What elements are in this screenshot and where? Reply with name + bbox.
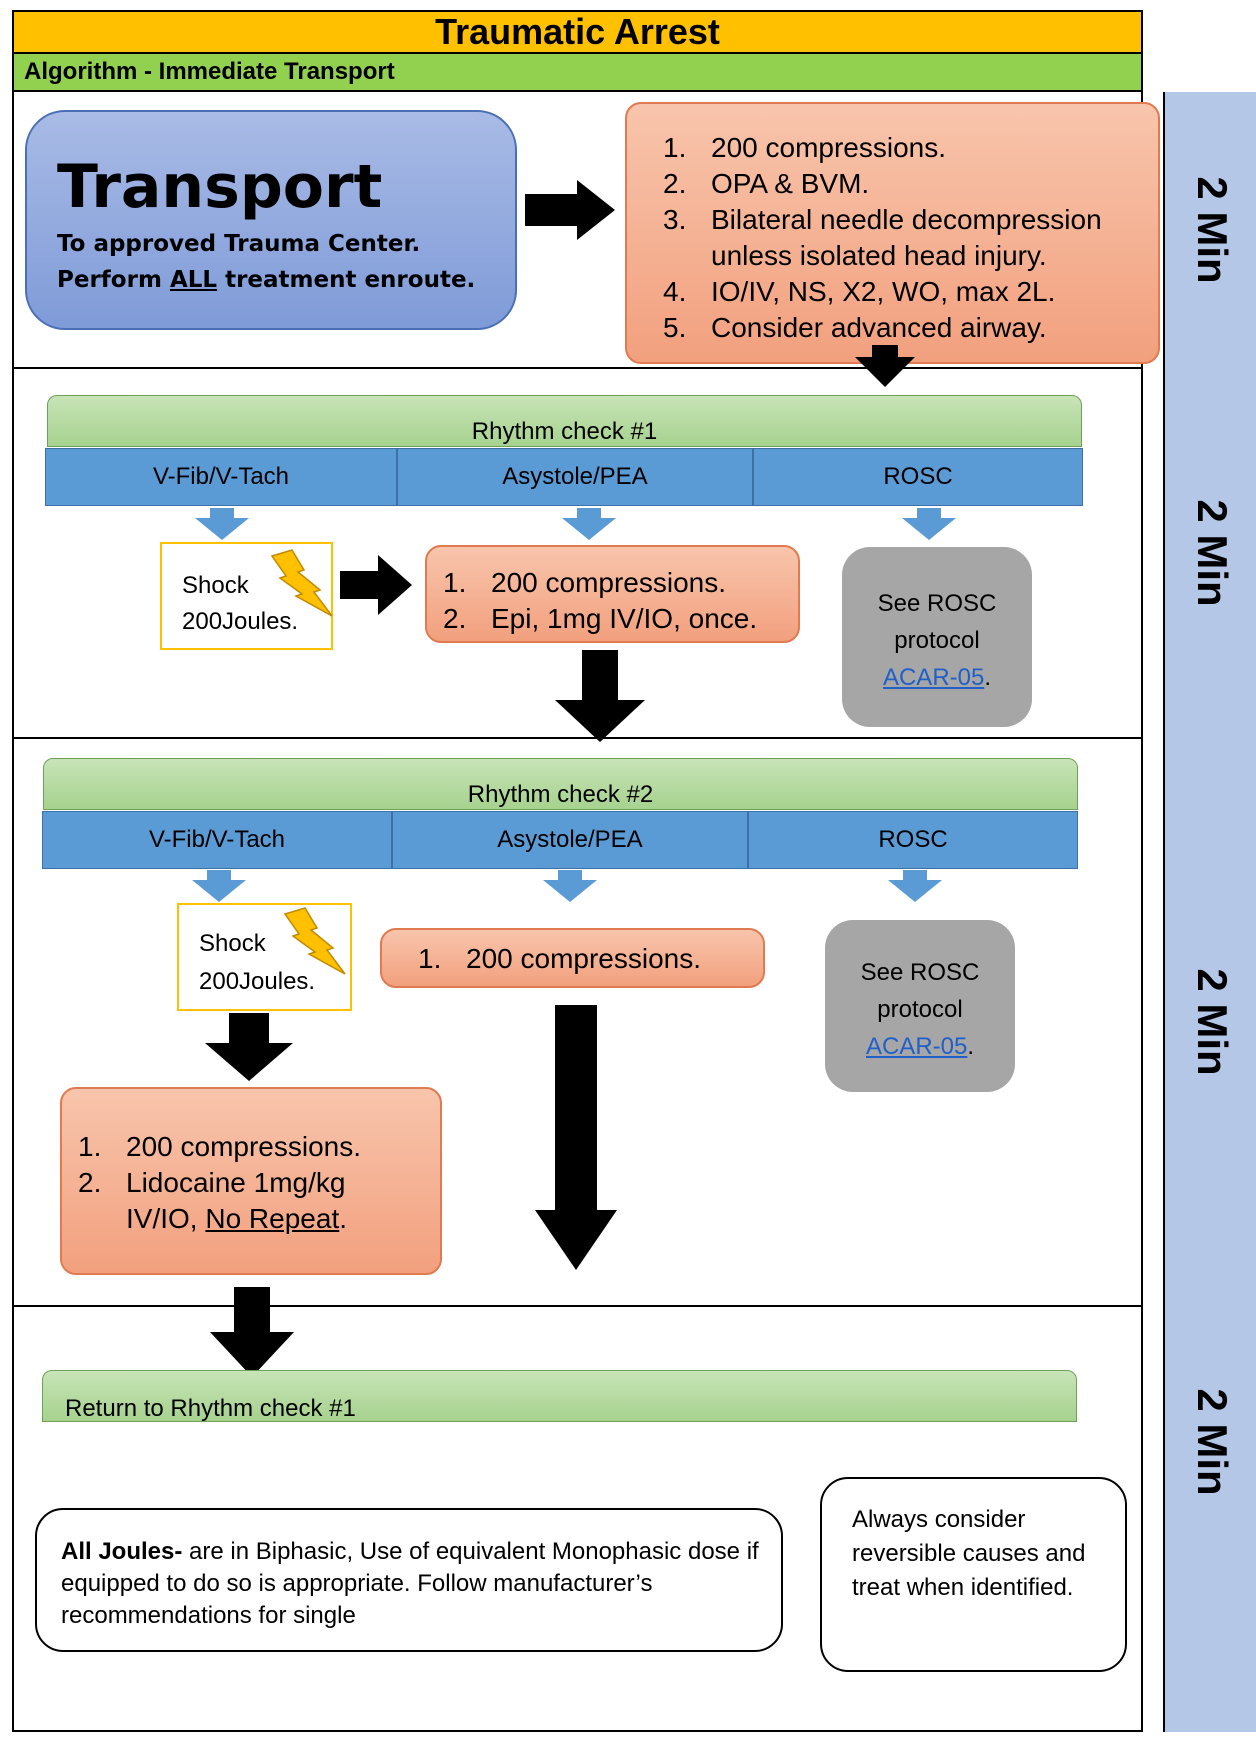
list-item: 2.Lidocaine 1mg/kg (78, 1167, 346, 1198)
rosc-text-2: protocol (877, 996, 963, 1023)
shock-joules: 200Joules. (199, 968, 316, 995)
check2-asystole-step-box: 1. 200 compressions. (380, 928, 765, 988)
down-arrow-icon (195, 508, 249, 540)
transport-box: Transport To approved Trauma Center. Per… (25, 110, 517, 330)
right-arrow-icon (525, 180, 615, 240)
page-title: Traumatic Arrest (12, 10, 1143, 54)
rhythm-check-2-bar: Rhythm check #2 (43, 758, 1078, 810)
vfib-label: V-Fib/V-Tach (152, 463, 290, 490)
step-text: 200 compressions. (466, 943, 702, 974)
time-label: 2 Min (1188, 176, 1236, 284)
check1-steps-box: 1.200 compressions. 2.Epi, 1mg IV/IO, on… (425, 545, 800, 643)
time-label: 2 Min (1188, 968, 1236, 1076)
time-sidebar-2: 2 Min (1163, 368, 1256, 738)
list-item-continuation: IV/IO, No Repeat. (126, 1203, 348, 1234)
section-divider (12, 1305, 1143, 1307)
lidocaine-steps-box: 1.200 compressions. 2.Lidocaine 1mg/kg I… (60, 1087, 442, 1275)
list-item: 3.Bilateral needle decompression unless … (663, 204, 1102, 271)
algorithm-subtitle: Algorithm - Immediate Transport (12, 54, 1143, 92)
list-item: 2.OPA & BVM. (663, 168, 870, 199)
joules-note-text: are in Biphasic, Use of equivalent Monop… (61, 1538, 759, 1629)
acar-05-link[interactable]: ACAR-05 (865, 1033, 968, 1060)
list-item: 1.200 compressions. (663, 132, 947, 163)
down-arrow-icon (192, 870, 246, 902)
return-rhythm-bar: Return to Rhythm check #1 (42, 1370, 1077, 1422)
down-arrow-icon (210, 1287, 294, 1377)
check1-steps-list: 1.200 compressions. 2.Epi, 1mg IV/IO, on… (443, 565, 798, 637)
rosc-label: ROSC (883, 463, 953, 490)
vfib-box-1: V-Fib/V-Tach (45, 448, 397, 506)
shock-joules: 200Joules. (182, 608, 299, 635)
list-item: 1.200 compressions. (443, 567, 727, 598)
rhythm-check-1-label: Rhythm check #1 (471, 418, 658, 445)
rosc-text-1: See ROSC (860, 959, 980, 986)
right-arrow-icon (340, 555, 412, 615)
transport-heading: Transport (57, 152, 383, 222)
vfib-label: V-Fib/V-Tach (148, 826, 286, 853)
return-label: Return to Rhythm check #1 (65, 1395, 356, 1422)
down-arrow-icon (543, 870, 597, 902)
vfib-box-2: V-Fib/V-Tach (42, 811, 392, 869)
time-label: 2 Min (1188, 1388, 1236, 1496)
transport-line-2: Perform ALL treatment enroute. (57, 267, 476, 293)
rosc-protocol-box-1: See ROSC protocol ACAR-05. (842, 547, 1032, 727)
time-sidebar-4: 2 Min (1163, 1306, 1256, 1732)
joules-note-box: All Joules- are in Biphasic, Use of equi… (35, 1508, 783, 1652)
lightning-icon (283, 907, 346, 975)
rosc-box-1: ROSC (753, 448, 1083, 506)
down-arrow-icon (562, 508, 616, 540)
list-item: 2.Epi, 1mg IV/IO, once. (443, 603, 758, 634)
asystole-label: Asystole/PEA (502, 463, 648, 490)
list-item: 4.IO/IV, NS, X2, WO, max 2L. (663, 276, 1056, 307)
asystole-label: Asystole/PEA (497, 826, 643, 853)
reversible-causes-text: Always consider reversible causes and tr… (852, 1506, 1086, 1601)
section-divider (12, 737, 1143, 739)
down-arrow-icon (855, 345, 915, 387)
reversible-causes-box: Always consider reversible causes and tr… (820, 1477, 1127, 1672)
time-sidebar-3: 2 Min (1163, 738, 1256, 1306)
time-label: 2 Min (1188, 499, 1236, 607)
time-sidebar-1: 2 Min (1163, 92, 1256, 368)
rosc-text-1: See ROSC (877, 590, 997, 617)
transport-line-1: To approved Trauma Center. (57, 231, 421, 257)
acar-05-link[interactable]: ACAR-05 (882, 664, 985, 691)
rhythm-check-1-bar: Rhythm check #1 (47, 395, 1082, 447)
asystole-box-1: Asystole/PEA (397, 448, 753, 506)
rosc-label: ROSC (878, 826, 948, 853)
down-arrow-icon (555, 650, 645, 742)
lightning-icon (270, 549, 333, 617)
step-number: 1. (418, 943, 442, 974)
rhythm-check-2-label: Rhythm check #2 (467, 781, 654, 808)
shock-label: Shock (182, 572, 249, 599)
initial-steps-list: 1.200 compressions. 2.OPA & BVM. 3.Bilat… (663, 130, 1138, 346)
shock-box-2: Shock 200Joules. (177, 903, 352, 1011)
rosc-box-2: ROSC (748, 811, 1078, 869)
down-arrow-icon (902, 508, 956, 540)
rosc-text-2: protocol (894, 627, 980, 654)
rosc-protocol-box-2: See ROSC protocol ACAR-05. (825, 920, 1015, 1092)
list-item: 1.200 compressions. (78, 1131, 362, 1162)
section-divider (12, 367, 1143, 369)
diagram-frame (12, 92, 1143, 1732)
shock-label: Shock (199, 930, 266, 957)
joules-note-bold: All Joules- (61, 1538, 183, 1565)
initial-steps-box: 1.200 compressions. 2.OPA & BVM. 3.Bilat… (625, 102, 1160, 364)
down-arrow-icon (205, 1013, 293, 1081)
list-item: 5.Consider advanced airway. (663, 312, 1047, 343)
down-arrow-icon (888, 870, 942, 902)
down-arrow-icon (535, 1005, 617, 1270)
asystole-box-2: Asystole/PEA (392, 811, 748, 869)
